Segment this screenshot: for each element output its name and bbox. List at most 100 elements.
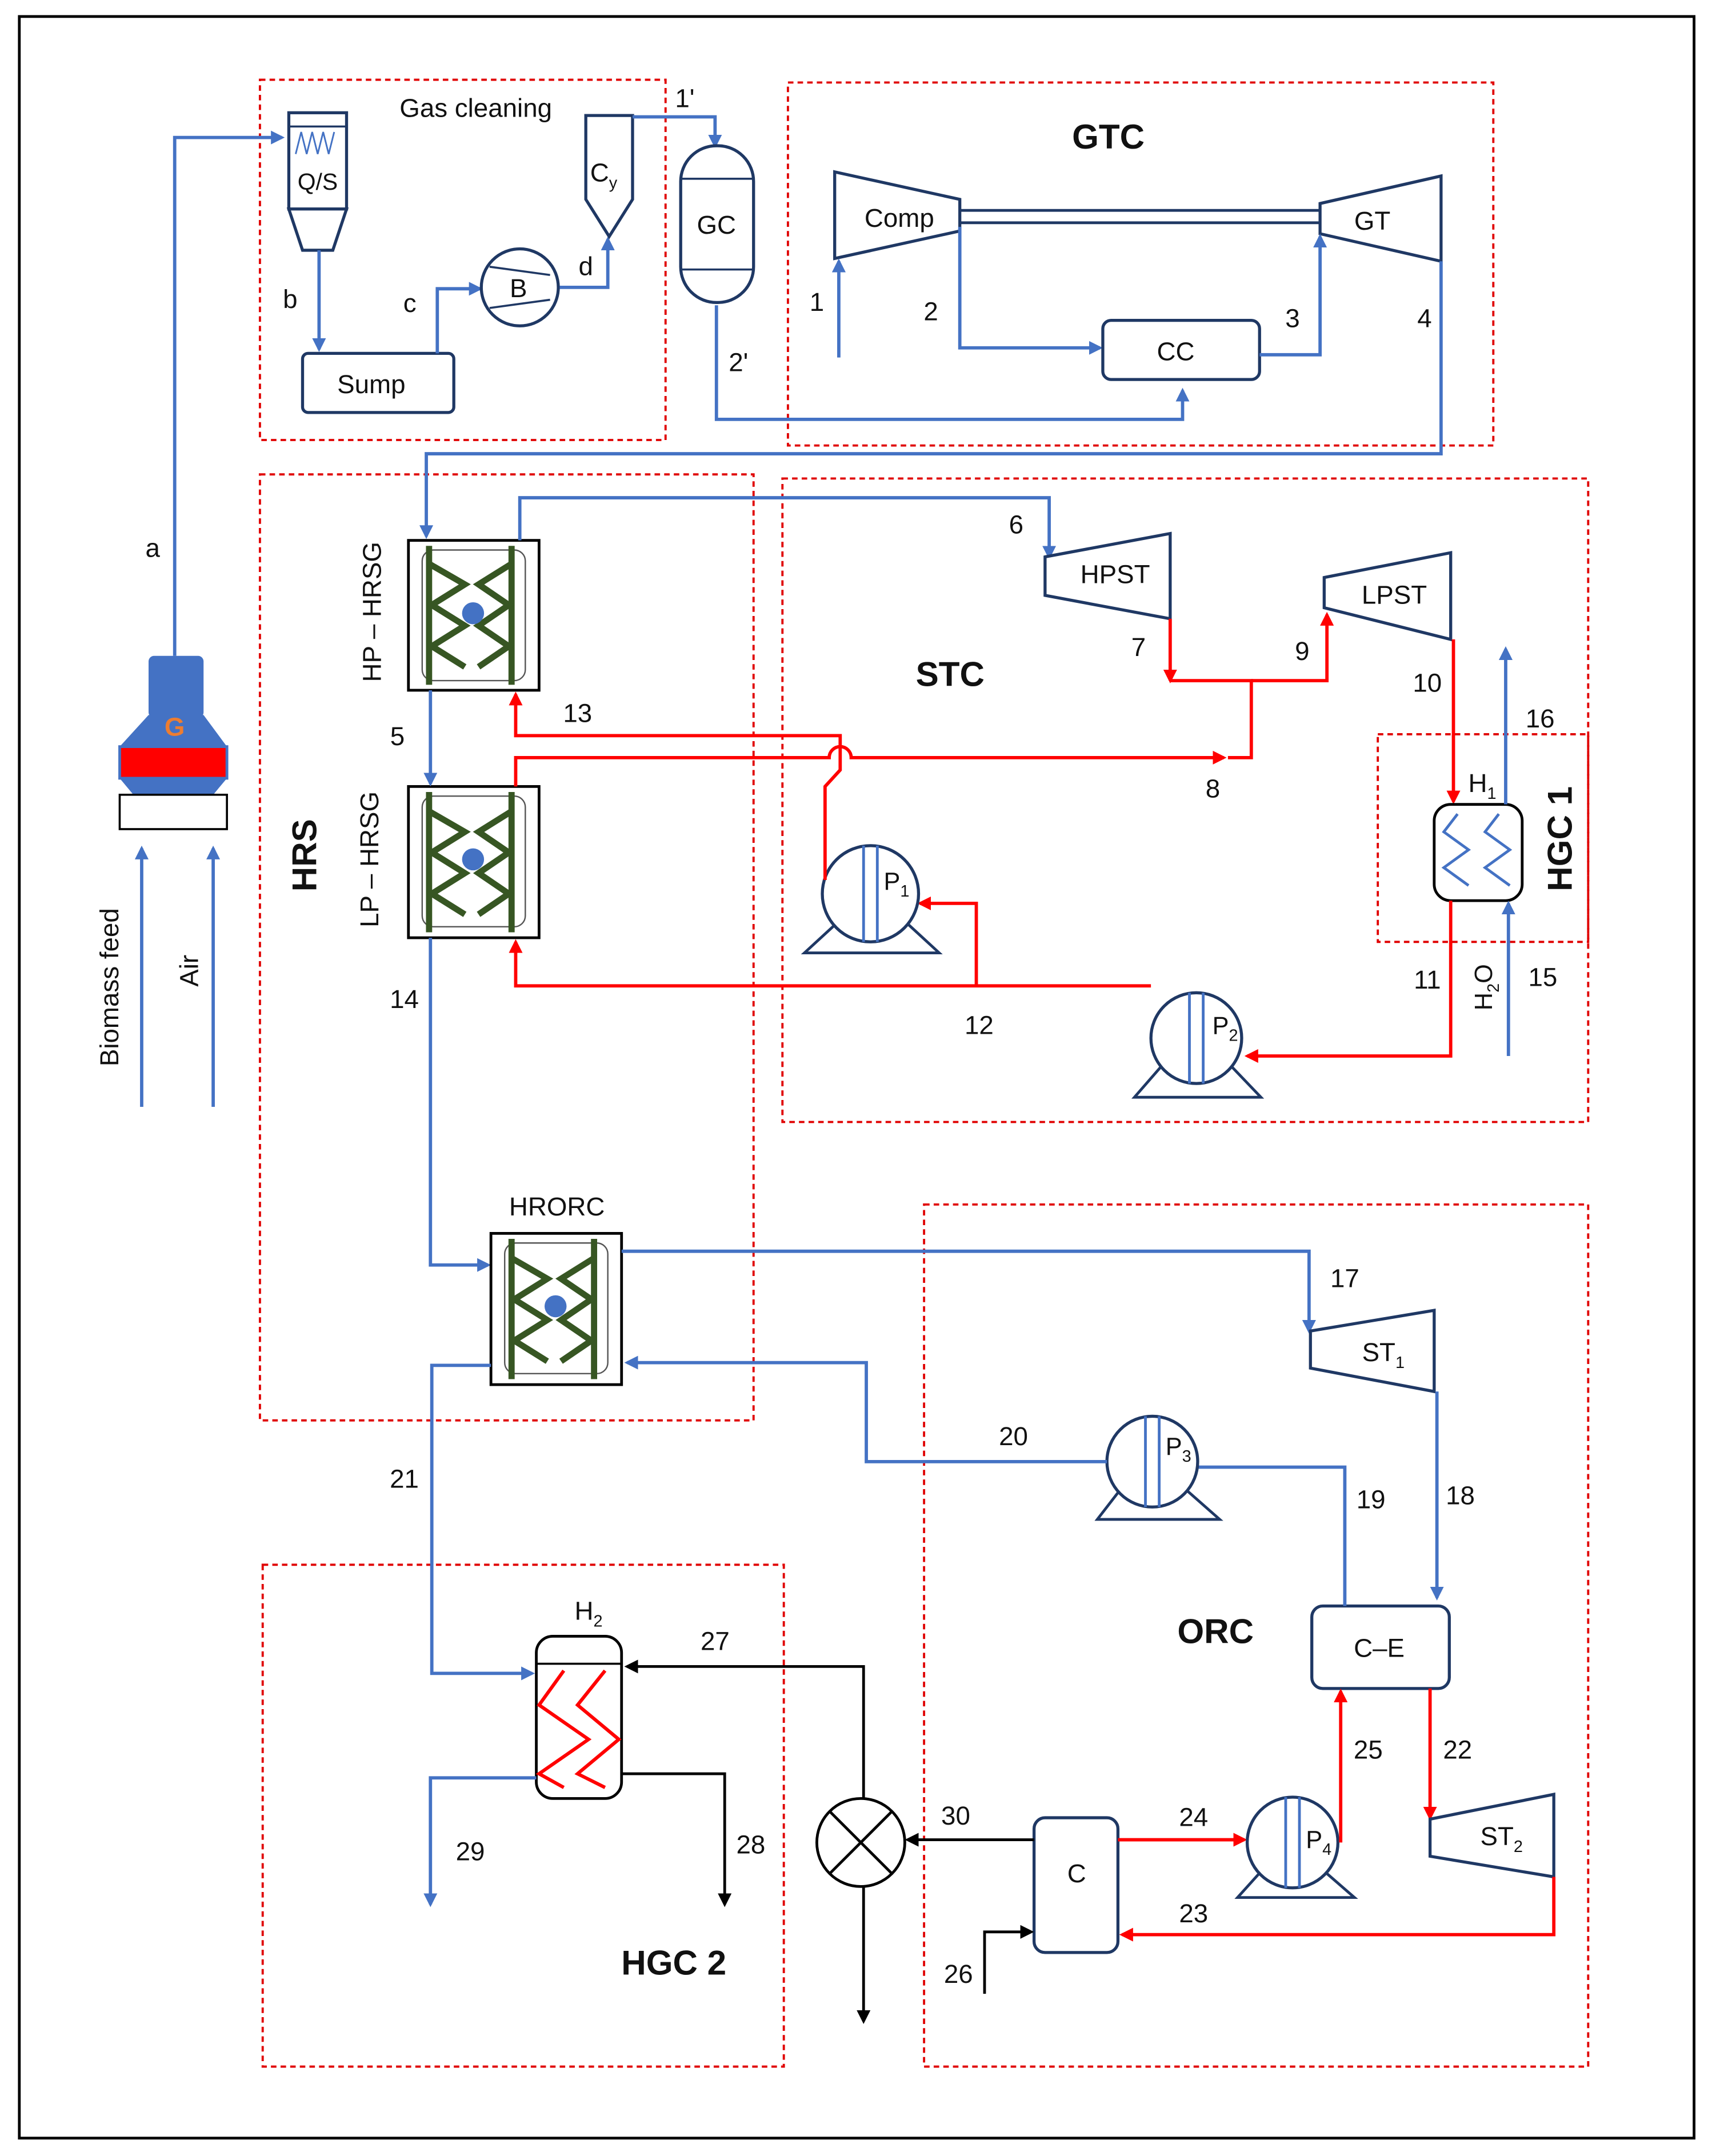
- gasifier: G: [118, 655, 229, 830]
- svg-text:P4: P4: [1306, 1826, 1331, 1859]
- stream-26-label: 26: [944, 1959, 973, 1989]
- hp-hrsg-label: HP – HRSG: [358, 542, 387, 682]
- stream-12: [509, 939, 1151, 988]
- gas-cleaning-label: Gas cleaning: [399, 94, 552, 123]
- stream-18-label: 18: [1446, 1481, 1475, 1510]
- pump-p4: P4: [1234, 1795, 1358, 1899]
- hrs-label: HRS: [286, 819, 324, 891]
- stream-14: [429, 938, 491, 1272]
- stream-28-label: 28: [737, 1830, 766, 1859]
- stream-c-label: c: [403, 289, 417, 318]
- orc-turbine-st1: ST1: [1309, 1309, 1436, 1394]
- svg-text:ST2: ST2: [1481, 1822, 1523, 1856]
- lp-steam-turbine: [1322, 551, 1453, 642]
- svg-text:H2: H2: [574, 1597, 602, 1631]
- stream-20-label: 20: [999, 1422, 1028, 1451]
- condenser: [1032, 1816, 1120, 1954]
- stream-12-label: 12: [965, 1011, 994, 1040]
- stream-21: [430, 1363, 535, 1681]
- combustion-chamber: [1101, 319, 1261, 381]
- stream-13: [509, 691, 842, 880]
- mixer-valve: [815, 1797, 906, 1888]
- stream-25-label: 25: [1354, 1735, 1383, 1765]
- stream-24-label: 24: [1179, 1803, 1208, 1832]
- stream-3: [1259, 234, 1327, 357]
- pump-p2: P2: [1131, 991, 1265, 1099]
- hrorc-label: HRORC: [509, 1192, 605, 1221]
- hgc2-label: HGC 2: [621, 1943, 726, 1982]
- pump-p3: P3: [1094, 1414, 1223, 1521]
- svg-text:H1: H1: [1469, 769, 1497, 803]
- stream-29-label: 29: [456, 1837, 485, 1866]
- stream-19-label: 19: [1357, 1485, 1386, 1514]
- svg-text:GC: GC: [697, 210, 736, 239]
- stream-2-label: 2: [923, 297, 938, 326]
- stream-26: [983, 1925, 1034, 1994]
- stream-7-label: 7: [1131, 633, 1146, 662]
- lpst-label: LPST: [1362, 580, 1427, 609]
- stream-1-label: 1: [810, 287, 824, 317]
- stream-9: [1251, 611, 1334, 682]
- sump: [301, 351, 455, 414]
- stream-14-label: 14: [390, 985, 419, 1014]
- stream-10-label: 10: [1413, 668, 1442, 697]
- blower: B: [479, 247, 560, 327]
- stream-21-label: 21: [390, 1465, 419, 1494]
- gas-compressor-vessel: GC: [679, 144, 755, 305]
- stream-d: [559, 236, 615, 289]
- stream-20: [624, 1355, 1107, 1463]
- stream-22-label: 22: [1443, 1735, 1472, 1765]
- gtc-boundary: [786, 81, 1495, 447]
- stream-19: [1162, 1460, 1347, 1606]
- svg-text:Cy: Cy: [590, 158, 618, 193]
- heater-h2: H2: [535, 1597, 623, 1800]
- water-inlet-label: H2O: [1470, 964, 1503, 1010]
- stc-boundary: [781, 477, 1590, 1123]
- stream-30-label: 30: [941, 1801, 970, 1830]
- stream-6: [518, 496, 1057, 560]
- hrs-boundary: [258, 473, 755, 1422]
- stream-27: [624, 1659, 865, 1799]
- compressor-label: Comp: [865, 203, 934, 233]
- stream-11: [1244, 901, 1453, 1063]
- hgc2-boundary: [261, 1563, 785, 2068]
- stream-11-label: 11: [1414, 965, 1441, 994]
- heater-h1: H1: [1433, 769, 1524, 902]
- svg-text:P2: P2: [1213, 1012, 1238, 1045]
- orc-boundary: [923, 1203, 1590, 2068]
- combustion-chamber-label: CC: [1157, 337, 1194, 366]
- stream-8-label: 8: [1206, 774, 1220, 803]
- stream-c: [435, 282, 483, 354]
- lp-hrsg-label: LP – HRSG: [355, 791, 384, 927]
- stream-3-label: 3: [1285, 304, 1299, 333]
- svg-text:P3: P3: [1166, 1433, 1191, 1466]
- stream-23: [1119, 1877, 1556, 1942]
- outer-frame: [18, 15, 1696, 2140]
- hgc1-boundary: [1377, 733, 1590, 943]
- stream-28: [621, 1772, 732, 1907]
- stream-6-label: 6: [1009, 510, 1023, 539]
- stream-2-prime-label: 2': [729, 348, 748, 377]
- condenser-label: C: [1067, 1859, 1086, 1888]
- sump-label: Sump: [337, 370, 405, 399]
- hp-hrsg: [407, 539, 541, 692]
- stream-17: [621, 1249, 1316, 1334]
- stream-b-label: b: [283, 285, 297, 314]
- stream-d-label: d: [578, 251, 593, 281]
- stream-2-prime: [714, 305, 1190, 421]
- stream-9-label: 9: [1295, 637, 1309, 666]
- svg-text:B: B: [510, 274, 527, 303]
- stream-13-label: 13: [563, 698, 592, 727]
- svg-text:Q/S: Q/S: [298, 169, 338, 195]
- stream-27-label: 27: [701, 1627, 730, 1656]
- condenser-evaporator-label: C–E: [1354, 1634, 1405, 1663]
- stream-5-label: 5: [390, 722, 405, 751]
- stream-a-label: a: [145, 534, 160, 563]
- gtc-label: GTC: [1072, 118, 1145, 156]
- stream-4-label: 4: [1417, 304, 1431, 333]
- stream-29: [423, 1776, 537, 1907]
- hpst-label: HPST: [1081, 559, 1150, 589]
- hgc1-label: HGC 1: [1541, 786, 1579, 891]
- svg-text:P1: P1: [884, 868, 910, 901]
